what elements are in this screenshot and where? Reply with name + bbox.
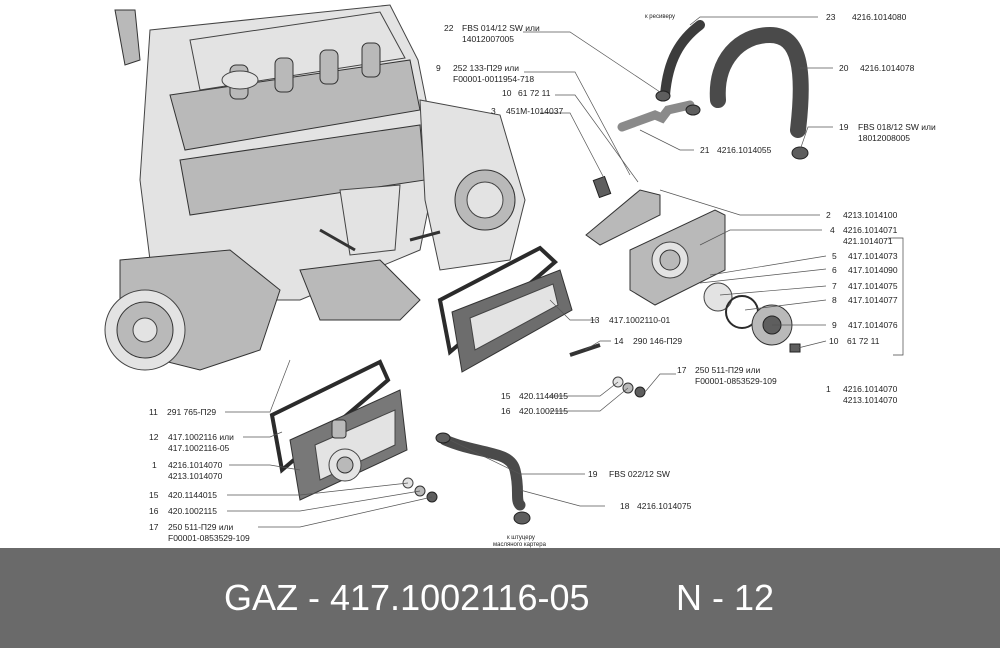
note-to-sump-line-2: масляного картера <box>493 542 547 548</box>
callout-12-line-1: 417.1002116 или <box>168 432 234 442</box>
callout-19-line-2: 18012008005 <box>858 133 910 143</box>
callout-17-number: 17 <box>677 365 687 375</box>
position-number: N - 12 <box>676 577 775 618</box>
callout-11-line-1: 291 765-П29 <box>167 407 216 417</box>
callout-2-line-1: 4213.1014100 <box>843 210 898 220</box>
callout-8-line-1: 417.1014077 <box>848 295 898 305</box>
part-code: GAZ - 417.1002116-05 <box>224 577 590 618</box>
callout-14-number: 14 <box>614 336 624 346</box>
part-footer-bar: GAZ - 417.1002116-05 N - 12 <box>0 548 1000 648</box>
callout-9b-line-1: 417.1014076 <box>848 320 898 330</box>
callout-10b-line-1: 61 72 11 <box>847 336 880 346</box>
callout-23-line-1: 4216.1014080 <box>852 12 907 22</box>
callout-9b-number: 9 <box>832 320 837 330</box>
callout-labels: 22 FBS 014/12 SW или 14012007005 9 252 1… <box>149 12 936 548</box>
callout-21-number: 21 <box>700 145 710 155</box>
callout-16b-number: 16 <box>149 506 159 516</box>
callout-3-number: 3 <box>491 106 496 116</box>
hose-assembly-upper <box>617 20 809 160</box>
callout-9-line-2: F00001-0011954-718 <box>453 74 534 84</box>
callout-6-line-1: 417.1014090 <box>848 265 898 275</box>
callout-1b-line-2: 4213.1014070 <box>168 471 223 481</box>
callout-17b-number: 17 <box>149 522 159 532</box>
callout-1b-line-1: 4216.1014070 <box>168 460 223 470</box>
note-to-receiver: к ресиверу <box>645 14 675 20</box>
callout-1-line-2: 4213.1014070 <box>843 395 898 405</box>
callout-7-line-1: 417.1014075 <box>848 281 898 291</box>
callout-16-number: 16 <box>501 406 511 416</box>
callout-3-line-1: 451M-1014037 <box>506 106 563 116</box>
callout-18-line-1: 4216.1014075 <box>637 501 692 511</box>
callout-4-line-2: 421.1014071 <box>843 236 893 246</box>
callout-8-number: 8 <box>832 295 837 305</box>
callout-23-number: 23 <box>826 12 836 22</box>
leader-lines <box>225 16 904 528</box>
parts-diagram: 22 FBS 014/12 SW или 14012007005 9 252 1… <box>104 4 937 548</box>
callout-7-number: 7 <box>832 281 837 291</box>
callout-10-line-1: 61 72 11 <box>518 88 551 98</box>
callout-1-number: 1 <box>826 384 831 394</box>
callout-9-number: 9 <box>436 63 441 73</box>
gaskets-center <box>437 245 646 398</box>
note-to-sump-line-1: к штуцеру <box>507 535 535 541</box>
callout-15b-line-1: 420.1144015 <box>168 490 217 500</box>
callout-5-line-1: 417.1014073 <box>848 251 898 261</box>
callout-4-line-1: 4216.1014071 <box>843 225 898 235</box>
callout-2-number: 2 <box>826 210 831 220</box>
callout-12-line-2: 417.1002116-05 <box>168 443 230 453</box>
callout-12-number: 12 <box>149 432 159 442</box>
callout-13-line-1: 417.1002110-01 <box>609 315 671 325</box>
callout-18-number: 18 <box>620 501 630 511</box>
callout-13-number: 13 <box>590 315 600 325</box>
callout-17-line-1: 250 511-П29 или <box>695 365 761 375</box>
callout-1-line-1: 4216.1014070 <box>843 384 898 394</box>
callout-19b-number: 19 <box>588 469 598 479</box>
engine-block-illustration <box>104 4 526 371</box>
callout-20-line-1: 4216.1014078 <box>860 63 915 73</box>
callout-17b-line-1: 250 511-П29 или <box>168 522 234 532</box>
callout-6-number: 6 <box>832 265 837 275</box>
callout-11-number: 11 <box>149 407 158 417</box>
callout-15b-number: 15 <box>149 490 159 500</box>
callout-16-line-1: 420.1002115 <box>519 406 568 416</box>
callout-17-line-2: F00001-0853529-109 <box>695 376 777 386</box>
callout-22-line-1: FBS 014/12 SW или <box>462 23 540 33</box>
callout-22-line-2: 14012007005 <box>462 34 514 44</box>
callout-14-line-1: 290 146-П29 <box>633 336 682 346</box>
breather-assembly-lower <box>269 359 531 525</box>
callout-16b-line-1: 420.1002115 <box>168 506 217 516</box>
callout-1b-number: 1 <box>152 460 157 470</box>
callout-9-line-1: 252 133-П29 или <box>453 63 519 73</box>
callout-10-number: 10 <box>502 88 512 98</box>
callout-5-number: 5 <box>832 251 837 261</box>
callout-19b-line-1: FBS 022/12 SW <box>609 469 670 479</box>
callout-19-number: 19 <box>839 122 849 132</box>
callout-21-line-1: 4216.1014055 <box>717 145 772 155</box>
breather-assembly-upper <box>585 175 801 353</box>
callout-19-line-1: FBS 018/12 SW или <box>858 122 936 132</box>
callout-22-number: 22 <box>444 23 454 33</box>
callout-4-number: 4 <box>830 225 835 235</box>
callout-15-line-1: 420.1144015 <box>519 391 568 401</box>
callout-20-number: 20 <box>839 63 849 73</box>
callout-15-number: 15 <box>501 391 511 401</box>
callout-10b-number: 10 <box>829 336 839 346</box>
callout-17b-line-2: F00001-0853529-109 <box>168 533 250 543</box>
